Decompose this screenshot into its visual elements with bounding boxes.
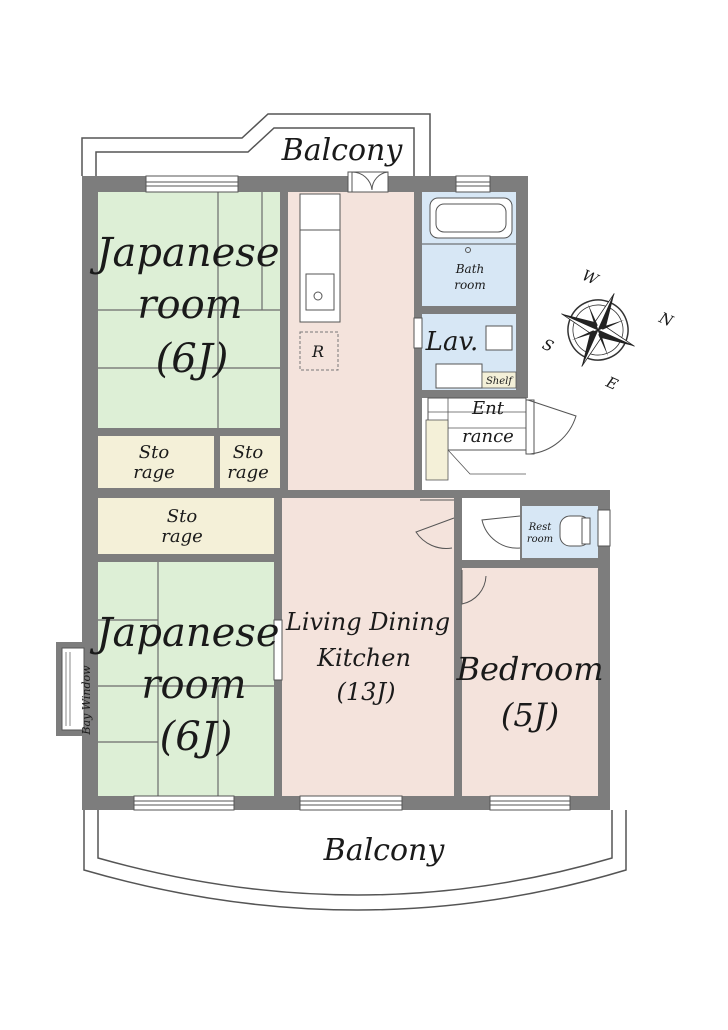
compass-rose-icon (561, 293, 635, 367)
ldk-label: Living Dining Kitchen (13J) (285, 608, 450, 706)
compass-n: N (655, 308, 676, 331)
compass-w: W (579, 266, 602, 289)
japanese-room-2-label: Japanese room (6J) (90, 610, 280, 760)
kitchen-counter (299, 193, 341, 323)
svg-text:Bedroom: Bedroom (455, 650, 603, 688)
bottom-balcony (83, 810, 627, 911)
svg-text:Bath: Bath (455, 262, 485, 276)
shelf-box (481, 371, 517, 389)
compass-s: S (540, 335, 557, 356)
tatami-lines-1 (98, 192, 280, 428)
svg-text:rage: rage (161, 526, 203, 547)
svg-text:Sto: Sto (167, 506, 198, 527)
bath-room-label: Bath room (454, 262, 486, 292)
tatami-lines-2 (98, 562, 274, 796)
svg-text:rance: rance (462, 426, 514, 447)
rest-room-label: Rest room (527, 522, 553, 545)
svg-text:Rest: Rest (528, 522, 553, 533)
svg-text:room: room (141, 662, 246, 708)
shelf-label: Shelf (486, 376, 514, 387)
living-dining-kitchen (282, 498, 454, 796)
fridge-label: R (311, 342, 324, 361)
svg-text:rage: rage (227, 462, 269, 483)
storage-a-label: Sto rage (133, 442, 175, 483)
sink-icon (305, 273, 335, 311)
svg-text:Kitchen: Kitchen (316, 644, 411, 672)
fridge-space (299, 331, 339, 371)
doors (273, 171, 577, 681)
hallway (462, 498, 520, 560)
top-balcony (81, 113, 431, 176)
svg-text:room: room (527, 534, 553, 545)
bay-window-glass (61, 647, 85, 731)
bay-window-label: Bay Window (80, 665, 93, 736)
bedroom-label: Bedroom (5J) (455, 650, 603, 734)
balcony-bottom-label: Balcony (323, 833, 446, 868)
svg-text:Living Dining: Living Dining (285, 608, 450, 636)
entrance-label: Ent rance (462, 398, 514, 447)
storage-b (220, 436, 280, 488)
svg-text:Sto: Sto (233, 442, 264, 463)
svg-text:room: room (137, 282, 242, 328)
compass-e: E (602, 373, 620, 394)
washing-machine-icon (435, 363, 483, 389)
svg-text:(6J): (6J) (160, 714, 233, 760)
svg-text:Sto: Sto (139, 442, 170, 463)
svg-text:rage: rage (133, 462, 175, 483)
svg-text:(13J): (13J) (337, 678, 396, 706)
washbasin-icon (485, 325, 513, 351)
storage-c-label: Sto rage (161, 506, 203, 547)
japanese-room-1-label: Japanese room (6J) (90, 230, 280, 382)
balcony-top-label: Balcony (281, 133, 404, 168)
storage-c (98, 498, 274, 554)
bathtub-icon (429, 197, 513, 239)
svg-text:(6J): (6J) (156, 336, 229, 382)
svg-text:Japanese: Japanese (90, 230, 280, 276)
bedroom (462, 568, 598, 796)
japanese-room-2 (98, 562, 274, 796)
lavatory-label: Lav. (425, 327, 479, 357)
windows (133, 175, 611, 811)
svg-text:(5J): (5J) (501, 696, 559, 734)
shoe-cabinet (425, 419, 449, 481)
storage-a (98, 436, 214, 488)
svg-text:Ent: Ent (471, 398, 505, 419)
svg-text:Japanese: Japanese (90, 610, 280, 656)
svg-text:room: room (454, 278, 486, 292)
storage-b-label: Sto rage (227, 442, 269, 483)
